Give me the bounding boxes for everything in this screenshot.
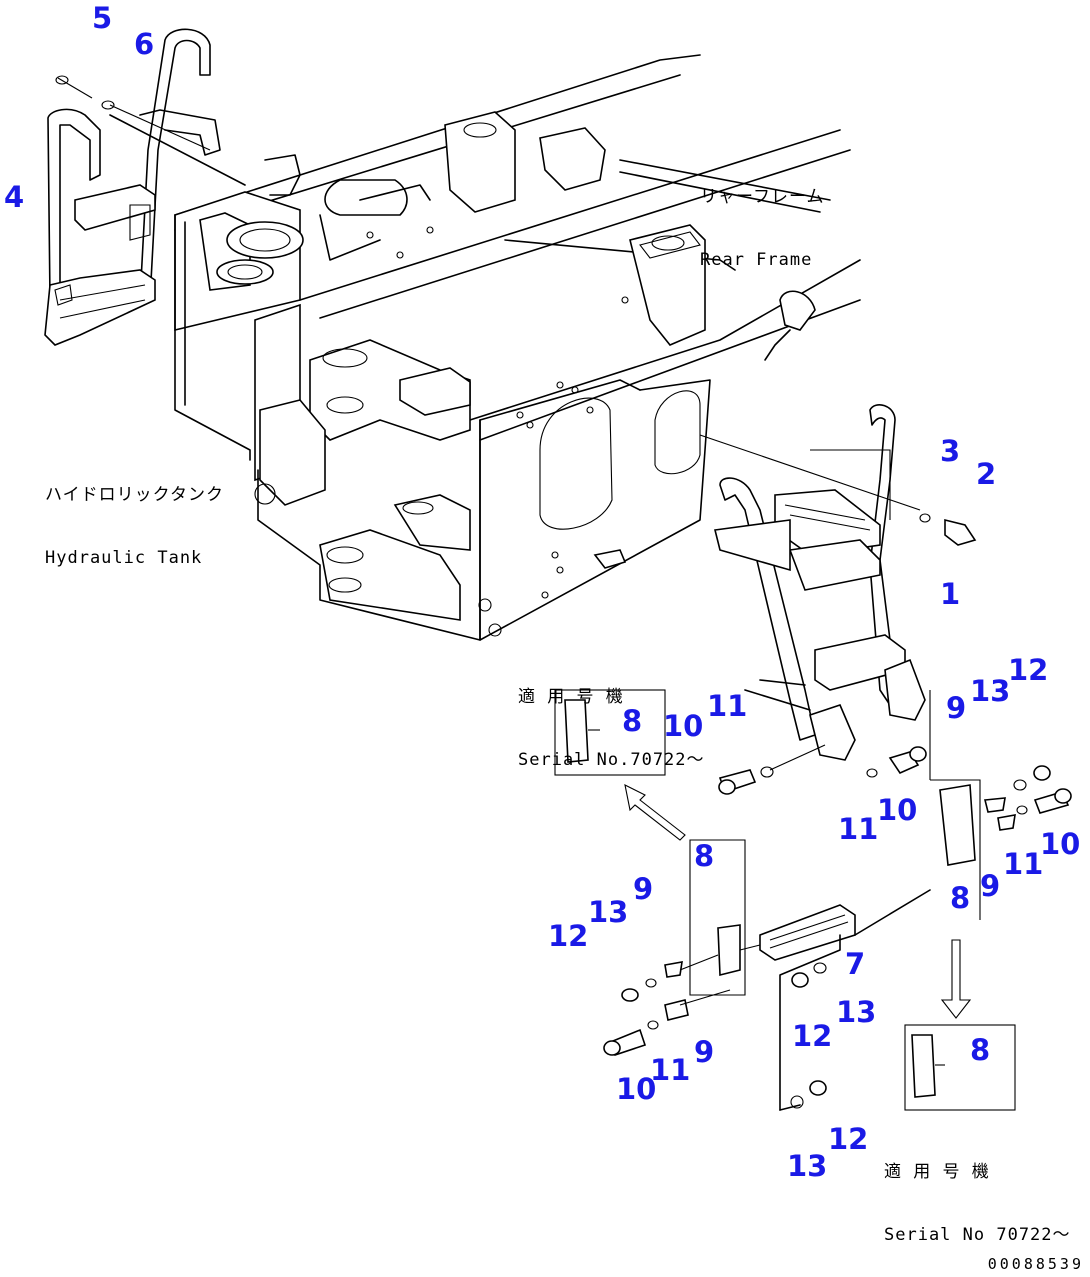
callout-8: 8	[950, 881, 971, 915]
left-ladder-drawing	[44, 28, 246, 346]
rear-frame-label: リャーフレーム Rear Frame	[700, 145, 824, 313]
serial-note-left: 適 用 号 機 Serial No.70722～	[518, 645, 705, 813]
callout-10: 10	[663, 709, 704, 743]
callout-13: 13	[588, 895, 629, 929]
callout-4: 4	[4, 180, 25, 214]
callout-11: 11	[707, 689, 748, 723]
serial-note-right-en: Serial No 70722～	[884, 1225, 1071, 1245]
callout-8: 8	[694, 839, 715, 873]
callout-13: 13	[836, 995, 877, 1029]
right-ladder-drawing	[699, 404, 977, 795]
callout-9: 9	[633, 872, 654, 906]
callout-8-serial-right: 8	[970, 1033, 991, 1067]
callout-1: 1	[940, 577, 961, 611]
callout-8-serial-left: 8	[622, 704, 643, 738]
callout-11: 11	[1003, 847, 1044, 881]
callout-12: 12	[792, 1019, 833, 1053]
hydraulic-tank-label-en: Hydraulic Tank	[45, 548, 203, 568]
rear-frame-label-en: Rear Frame	[700, 250, 813, 270]
hydraulic-tank-label: ハイドロリックタンク Hydraulic Tank	[45, 443, 224, 611]
callout-11: 11	[838, 812, 879, 846]
callout-5: 5	[92, 1, 113, 35]
callout-13: 13	[787, 1149, 828, 1183]
callout-10: 10	[616, 1072, 657, 1106]
callout-11: 11	[650, 1053, 691, 1087]
rear-frame-label-jp: リャーフレーム	[700, 187, 825, 207]
rear-frame-drawing	[174, 54, 861, 641]
serial-note-right-jp: 適 用 号 機	[884, 1162, 990, 1182]
serial-detail-boxes	[554, 689, 1016, 1111]
callout-10: 10	[877, 793, 918, 827]
callout-9: 9	[946, 691, 967, 725]
callout-7: 7	[845, 947, 866, 981]
callout-2: 2	[976, 457, 997, 491]
callout-9: 9	[980, 869, 1001, 903]
serial-note-left-jp: 適 用 号 機	[518, 687, 624, 707]
hydraulic-tank-label-jp: ハイドロリックタンク	[45, 485, 224, 505]
callout-6: 6	[134, 27, 155, 61]
document-number: 00088539	[987, 1255, 1084, 1273]
serial-note-right: 適 用 号 機 Serial No 70722～	[884, 1120, 1071, 1277]
step-assembly-drawing	[603, 690, 1072, 1111]
callout-12: 12	[1008, 653, 1049, 687]
callout-12: 12	[828, 1122, 869, 1156]
callout-12: 12	[548, 919, 589, 953]
callout-3: 3	[940, 434, 961, 468]
callout-10: 10	[1040, 827, 1081, 861]
callout-9: 9	[694, 1035, 715, 1069]
serial-note-left-en: Serial No.70722～	[518, 750, 705, 770]
callout-13: 13	[970, 674, 1011, 708]
